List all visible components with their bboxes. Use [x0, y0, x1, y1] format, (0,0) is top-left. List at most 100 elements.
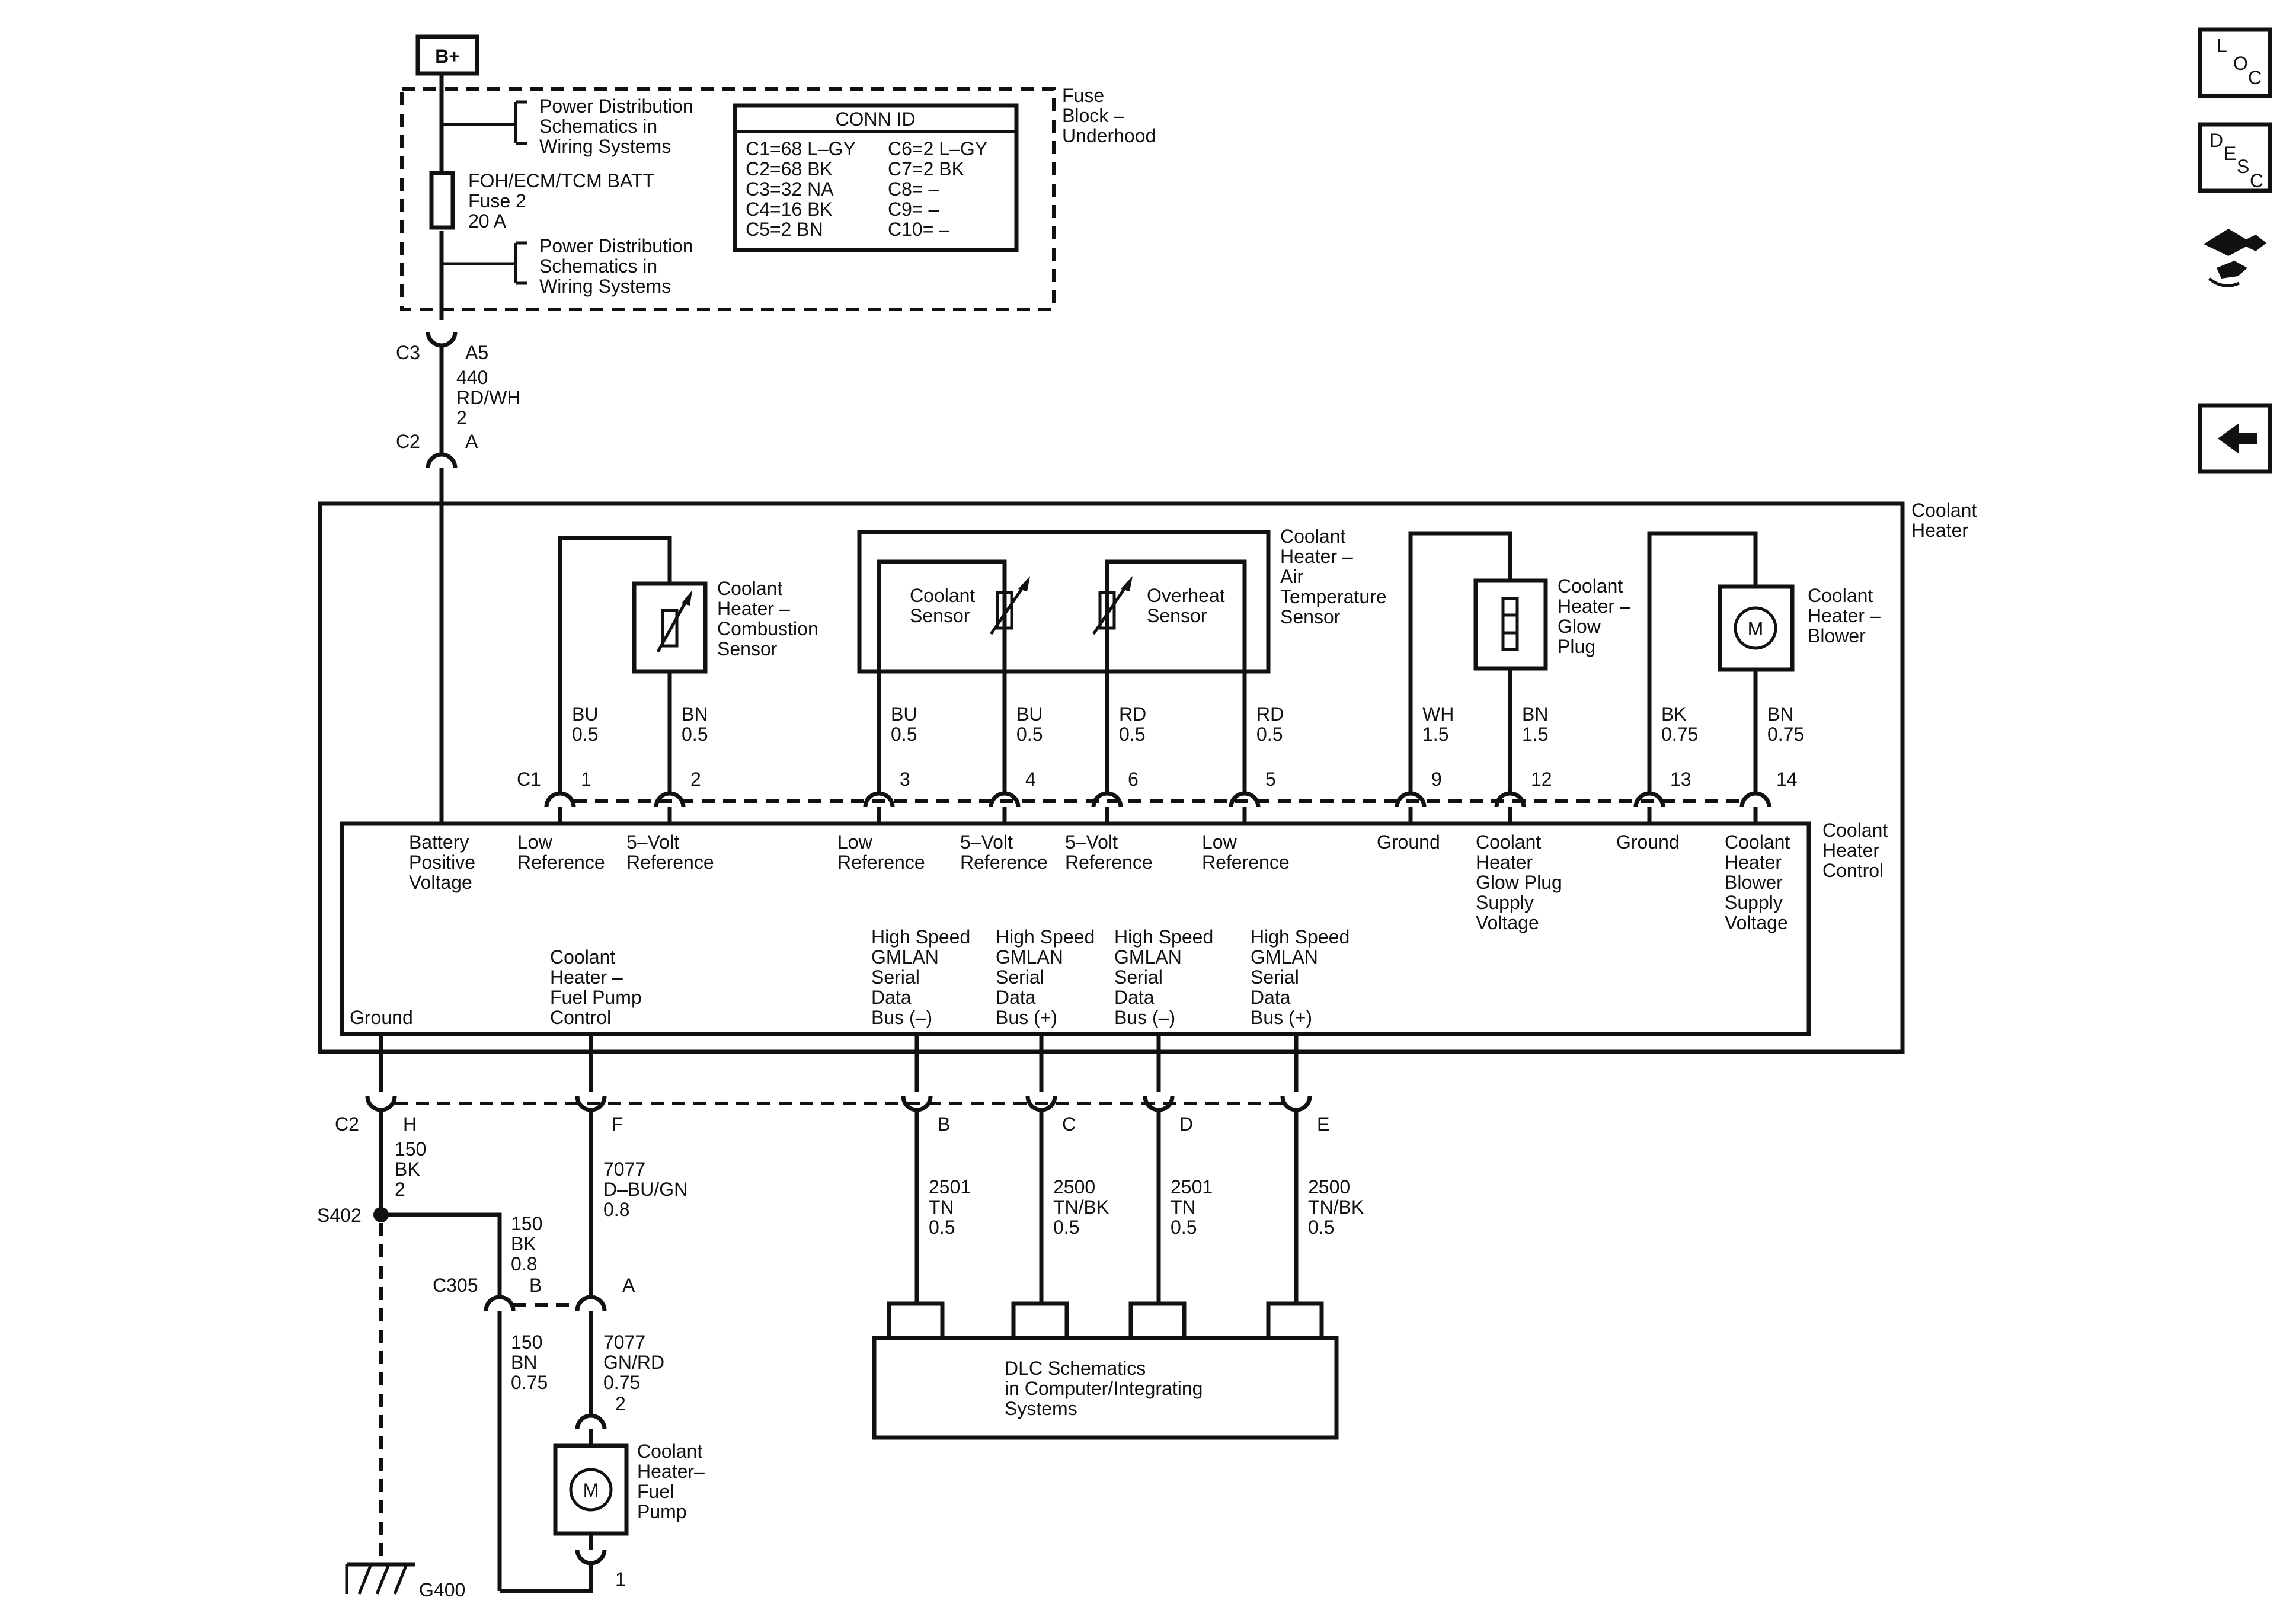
svg-text:Positive: Positive — [409, 852, 475, 873]
c305-label: C305 — [433, 1275, 478, 1296]
svg-text:C8= –: C8= – — [888, 178, 939, 200]
svg-text:1: 1 — [581, 769, 591, 790]
svg-text:H: H — [403, 1113, 417, 1135]
svg-text:F: F — [612, 1113, 623, 1135]
svg-text:C3=32 NA: C3=32 NA — [746, 178, 834, 200]
svg-text:D: D — [2209, 130, 2223, 151]
svg-text:L: L — [2217, 35, 2227, 56]
c2-connector — [365, 1096, 1312, 1112]
dlc-schematics-box[interactable] — [872, 1336, 1339, 1440]
svg-text:0.5: 0.5 — [682, 724, 708, 745]
svg-text:WH: WH — [1422, 703, 1454, 725]
blower-body — [1718, 584, 1795, 672]
power-distribution-ref-top[interactable]: Power Distribution Schematics in Wiring … — [539, 95, 693, 157]
connector-icon[interactable] — [2204, 229, 2266, 287]
back-arrow-icon — [2218, 423, 2257, 454]
svg-text:Coolant: Coolant — [637, 1441, 702, 1462]
svg-text:Ground: Ground — [1377, 831, 1440, 853]
svg-text:Serial: Serial — [996, 966, 1044, 988]
dlc-schematics-label: DLC Schematics in Computer/Integrating S… — [1005, 1358, 1203, 1419]
svg-text:High Speed: High Speed — [1251, 926, 1350, 948]
control-pin-labels-bottom: Ground Coolant Heater – Fuel Pump Contro… — [350, 926, 1350, 1028]
fuse-symbol — [429, 171, 455, 230]
svg-text:150: 150 — [511, 1331, 542, 1353]
air-temp-sensor-label: Coolant Heater – Air Temperature Sensor — [1280, 526, 1387, 628]
svg-text:0.5: 0.5 — [891, 724, 917, 745]
svg-text:O: O — [2233, 53, 2248, 74]
control-pin-labels-top: Battery Positive Voltage Low Reference 5… — [409, 831, 1790, 933]
svg-text:D: D — [1179, 1113, 1193, 1135]
svg-text:7077: 7077 — [603, 1331, 645, 1353]
overheat-sensor-label: Overheat Sensor — [1147, 585, 1225, 626]
back-button[interactable] — [2198, 403, 2272, 474]
svg-text:Reference: Reference — [837, 852, 925, 873]
svg-text:150: 150 — [395, 1138, 426, 1160]
desc-button[interactable]: D E S C — [2198, 122, 2272, 193]
svg-text:C6=2 L–GY: C6=2 L–GY — [888, 138, 987, 159]
svg-text:440: 440 — [456, 367, 488, 388]
svg-text:BK: BK — [511, 1233, 536, 1254]
svg-text:0.5: 0.5 — [1016, 724, 1043, 745]
glow-plug-icon — [1501, 597, 1519, 651]
svg-text:2: 2 — [395, 1179, 405, 1200]
svg-text:Heater –: Heater – — [1280, 546, 1353, 567]
svg-text:Plug: Plug — [1558, 636, 1595, 657]
svg-text:Coolant: Coolant — [1558, 575, 1623, 597]
svg-text:Reference: Reference — [960, 852, 1048, 873]
svg-text:Coolant: Coolant — [1725, 831, 1790, 853]
svg-text:Ground: Ground — [350, 1007, 413, 1028]
svg-text:Fuel Pump: Fuel Pump — [550, 987, 642, 1008]
c2-circuit-labels: 150 BK 2 7077 D–BU/GN 0.8 2501 TN 0.5 25… — [395, 1138, 1364, 1238]
svg-text:Serial: Serial — [871, 966, 920, 988]
svg-text:0.5: 0.5 — [929, 1217, 955, 1238]
svg-text:0.75: 0.75 — [603, 1372, 640, 1393]
glow-plug-body — [1473, 578, 1548, 671]
svg-text:2500: 2500 — [1053, 1176, 1095, 1198]
svg-text:4: 4 — [1025, 769, 1036, 790]
svg-text:Control: Control — [550, 1007, 611, 1028]
svg-text:Battery: Battery — [409, 831, 469, 853]
loc-button[interactable]: L O C — [2198, 27, 2272, 98]
svg-text:3: 3 — [900, 769, 910, 790]
c3-label: C3 — [396, 342, 420, 363]
svg-text:DLC Schematics: DLC Schematics — [1005, 1358, 1146, 1379]
c2-top-pin: A — [465, 431, 478, 452]
svg-text:Supply: Supply — [1725, 892, 1783, 913]
svg-text:2: 2 — [456, 407, 467, 428]
svg-text:Serial: Serial — [1114, 966, 1163, 988]
svg-text:2: 2 — [690, 769, 701, 790]
power-distribution-ref-bottom[interactable]: Power Distribution Schematics in Wiring … — [539, 235, 693, 297]
splice-label: S402 — [317, 1205, 362, 1226]
svg-text:1.5: 1.5 — [1522, 724, 1548, 745]
svg-text:Coolant: Coolant — [717, 578, 782, 599]
svg-text:Supply: Supply — [1476, 892, 1534, 913]
svg-text:C: C — [2250, 170, 2263, 191]
fuel-pump-pin-1: 1 — [615, 1569, 626, 1590]
svg-text:7077: 7077 — [603, 1158, 645, 1180]
svg-text:Bus (–): Bus (–) — [1114, 1007, 1175, 1028]
thermistor-icon — [661, 609, 679, 648]
svg-text:GN/RD: GN/RD — [603, 1352, 664, 1373]
svg-text:Low: Low — [517, 831, 553, 853]
svg-text:Ground: Ground — [1616, 831, 1680, 853]
c3-pin: A5 — [465, 342, 488, 363]
c305-a-circuit: 7077 GN/RD 0.75 — [603, 1331, 664, 1393]
svg-text:S: S — [2237, 156, 2249, 177]
motor-icon — [1734, 606, 1777, 650]
svg-text:GMLAN: GMLAN — [1114, 946, 1182, 968]
svg-text:Heater –: Heater – — [550, 966, 623, 988]
svg-text:Fuel: Fuel — [637, 1481, 674, 1502]
fuel-pump-label: Coolant Heater– Fuel Pump — [637, 1441, 705, 1522]
svg-text:BU: BU — [572, 703, 598, 725]
svg-text:Data: Data — [871, 987, 912, 1008]
svg-text:Sensor: Sensor — [717, 638, 778, 660]
svg-text:High Speed: High Speed — [996, 926, 1095, 948]
svg-text:TN: TN — [1171, 1196, 1196, 1218]
svg-text:Block –: Block – — [1062, 105, 1124, 126]
svg-text:Control: Control — [1822, 860, 1884, 881]
splice-branch-label: 150 BK 0.8 — [511, 1213, 542, 1275]
svg-text:9: 9 — [1431, 769, 1442, 790]
svg-text:Schematics in: Schematics in — [539, 116, 657, 137]
conn-id-table: CONN ID C1=68 L–GY C2=68 BK C3=32 NA C4=… — [733, 103, 1019, 252]
c1-label: C1 — [517, 769, 541, 790]
